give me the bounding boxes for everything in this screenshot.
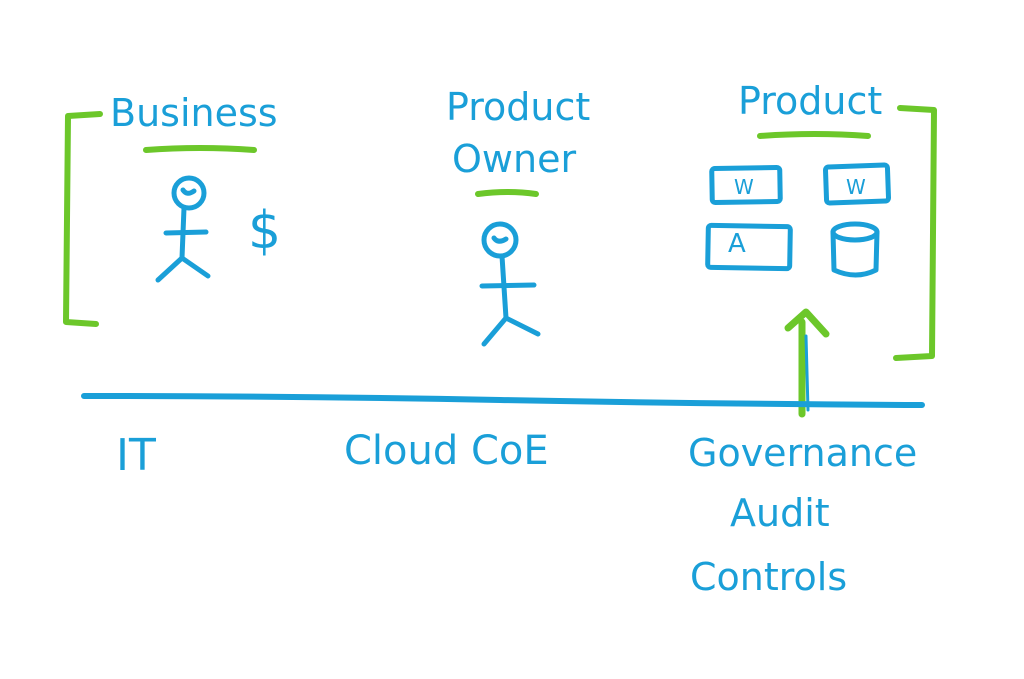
- product-owner-underline: [475, 189, 539, 197]
- business-label: Business: [110, 91, 278, 135]
- left-bracket: [63, 111, 103, 327]
- baseline: [81, 393, 925, 408]
- product-box-w1: W: [709, 164, 783, 206]
- dollar-sign: $: [248, 201, 281, 261]
- box-w1-label: W: [734, 175, 754, 199]
- product-box-w2: W: [822, 162, 892, 206]
- cloud-coe-label: Cloud CoE: [344, 428, 549, 474]
- product-owner-label-line2: Owner: [452, 137, 576, 181]
- product-box-a: A: [705, 222, 793, 272]
- box-w2-label: W: [846, 175, 866, 199]
- database-cylinder-icon: [830, 221, 880, 278]
- controls-label: Controls: [690, 555, 847, 599]
- right-bracket: [893, 105, 937, 361]
- business-underline: [143, 145, 257, 153]
- governance-label: Governance: [688, 431, 917, 475]
- product-underline: [757, 131, 871, 139]
- product-label: Product: [738, 79, 882, 123]
- audit-label: Audit: [730, 491, 830, 535]
- it-label: IT: [116, 430, 156, 481]
- owner-person-icon: [479, 221, 541, 347]
- product-owner-label-line1: Product: [446, 85, 590, 129]
- box-a-label: A: [728, 229, 746, 259]
- business-person-icon: [155, 175, 211, 283]
- up-arrow-icon: [784, 308, 830, 418]
